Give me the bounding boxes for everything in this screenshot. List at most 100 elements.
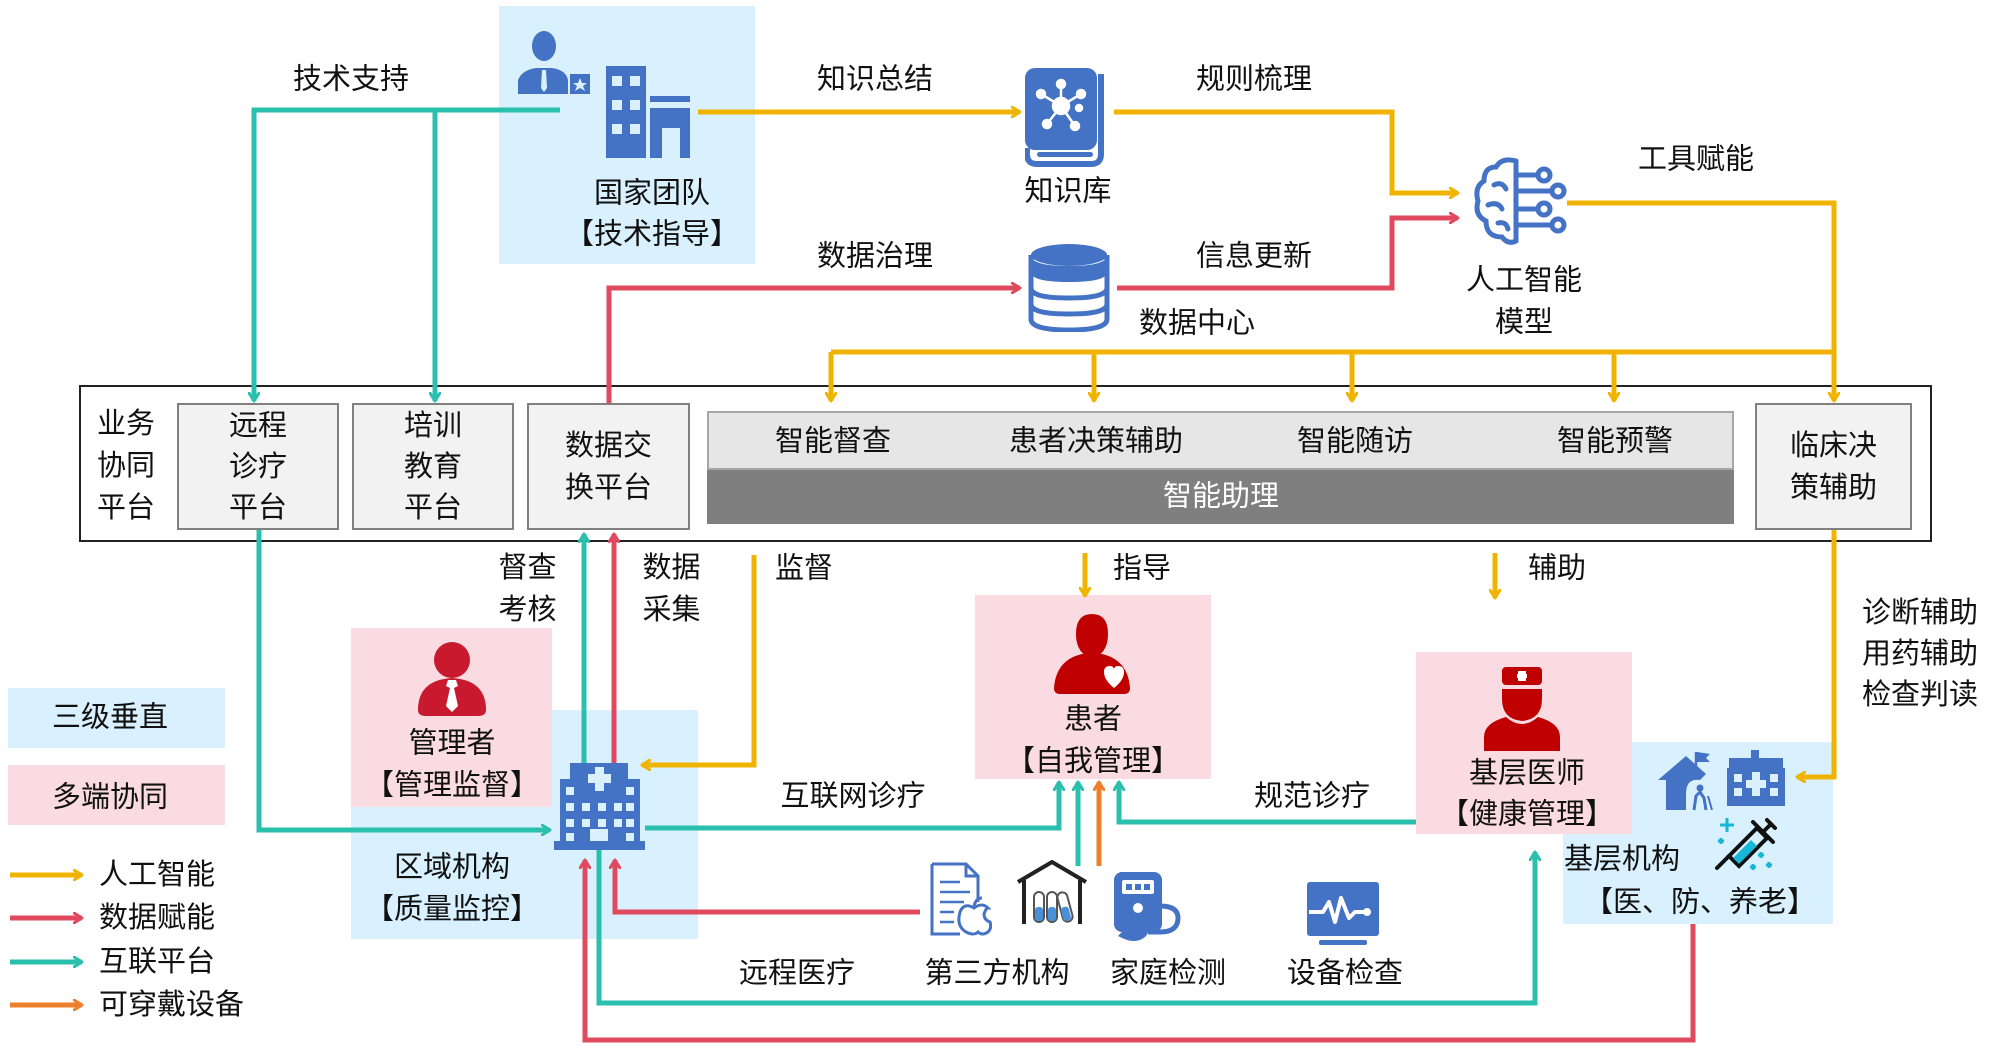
assist-label: 辅助	[1527, 550, 1587, 585]
label-line: 检查判读	[1861, 677, 1978, 712]
regional-role: 【质量监控】	[364, 891, 540, 926]
doctor-icon	[1484, 667, 1560, 751]
patient-role: 【自我管理】	[1005, 743, 1181, 778]
knowledge-book-icon	[1025, 68, 1104, 167]
tech-support-label: 技术支持	[292, 61, 410, 96]
ai-model-line1: 人工智能	[1465, 262, 1583, 297]
knowledge-base-label: 知识库	[1024, 173, 1112, 208]
frame-title-line: 协同	[96, 448, 155, 483]
label-line: 采集	[642, 592, 701, 627]
platform-label: 策辅助	[1789, 469, 1877, 504]
legend-label-wearable: 可穿戴设备	[99, 987, 245, 1021]
legend-label-ai: 人工智能	[99, 857, 216, 891]
platform-label: 换平台	[564, 469, 652, 504]
elderly-care-home-icon	[1658, 752, 1713, 811]
label-line: 诊断辅助	[1861, 595, 1978, 629]
home-test-label: 家庭检测	[1109, 955, 1227, 990]
platform-label: 培训	[403, 407, 462, 442]
home-monitor-icon	[1114, 872, 1181, 941]
platform-label: 远程	[228, 407, 287, 442]
rule-sorting-label: 规则梳理	[1195, 61, 1313, 96]
primary-role: 【医、防、养老】	[1583, 884, 1817, 919]
tool-empower-line	[1567, 200, 1834, 401]
platform-label: 临床决	[1789, 428, 1877, 463]
smart-assistant-label: 智能助理	[1162, 478, 1280, 513]
remote-to-regional-line	[256, 530, 550, 830]
hospital-icon	[554, 763, 645, 850]
frame-title: 业务 协同 平台	[90, 402, 162, 528]
label-line: 督查	[498, 550, 557, 584]
knowledge-summary-label: 知识总结	[816, 61, 934, 96]
remote-medical-line	[615, 860, 920, 915]
patient-icon	[1054, 614, 1130, 694]
device-check-label: 设备检查	[1286, 955, 1404, 990]
manager-title: 管理者	[408, 725, 496, 760]
business-collaboration-frame	[79, 385, 1932, 542]
platform-label: 数据交	[564, 428, 652, 463]
standard-diagnosis-line	[1119, 782, 1416, 825]
data-center-label: 数据中心	[1138, 305, 1256, 340]
smart-items-bar	[707, 411, 1734, 470]
national-team-title: 国家团队	[593, 175, 711, 210]
ai-model-line2: 模型	[1494, 304, 1554, 339]
info-update-line	[1117, 218, 1458, 291]
tool-empower-label: 工具赋能	[1637, 141, 1755, 176]
data-governance-line	[606, 288, 1020, 403]
data-exchange-platform[interactable]: 数据交 换平台	[527, 403, 690, 530]
tech-support-line	[254, 107, 560, 401]
smart-item-warning[interactable]: 智能预警	[1556, 423, 1674, 458]
legend-label-data: 数据赋能	[99, 900, 216, 934]
smart-item-inspection[interactable]: 智能督查	[774, 423, 892, 458]
frame-title-line: 业务	[96, 406, 155, 440]
diet-report-icon	[930, 862, 992, 936]
training-education-platform[interactable]: 培训 教育 平台	[352, 403, 514, 530]
standard-diagnosis-label: 规范诊疗	[1253, 778, 1371, 813]
clinical-decision-support[interactable]: 临床决 策辅助	[1755, 403, 1912, 530]
platform-label: 教育	[403, 448, 462, 483]
database-icon	[1028, 244, 1110, 332]
manager-role: 【管理监督】	[364, 767, 540, 802]
smart-item-followup[interactable]: 智能随访	[1296, 423, 1414, 458]
building-icon	[606, 66, 690, 158]
platform-label: 诊疗	[228, 448, 287, 483]
regional-platform-loop	[596, 850, 1535, 1006]
vaccine-syringe-icon	[1715, 818, 1777, 870]
legend-three-level: 三级垂直	[51, 699, 169, 734]
rule-sorting-line	[1114, 109, 1458, 193]
ai-brain-icon	[1474, 157, 1567, 245]
frame-title-line: 平台	[96, 490, 155, 525]
platform-label: 平台	[228, 490, 287, 525]
platform-label: 平台	[403, 490, 462, 525]
remote-medical-label: 远程医疗	[738, 955, 856, 990]
national-team-role: 【技术指导】	[564, 216, 740, 251]
label-line: 数据	[642, 550, 701, 584]
doctor-role: 【健康管理】	[1439, 796, 1615, 831]
supervise-label: 监督	[774, 550, 834, 585]
smart-assistant-bar	[707, 470, 1734, 524]
inspect-label: 督查 考核	[490, 546, 565, 630]
clinical-outputs: 诊断辅助 用药辅助 检查判读	[1852, 592, 1988, 716]
third-party-pharmacy-icon	[1016, 860, 1088, 924]
collect-label: 数据 采集	[634, 546, 709, 630]
guide-label: 指导	[1112, 550, 1172, 585]
remote-diagnosis-platform[interactable]: 远程 诊疗 平台	[177, 403, 339, 530]
supervise-line	[642, 555, 757, 765]
doctor-title: 基层医师	[1468, 755, 1586, 790]
expert-icon	[518, 31, 590, 94]
clinical-to-primary-line	[1797, 530, 1837, 777]
manager-icon	[418, 642, 486, 716]
clinic-building-icon	[1727, 750, 1785, 806]
label-line: 用药辅助	[1861, 636, 1978, 671]
internet-diagnosis-line	[645, 782, 1059, 831]
primary-title: 基层机构	[1563, 841, 1681, 876]
data-governance-label: 数据治理	[816, 238, 934, 273]
device-check-monitor-icon	[1307, 882, 1379, 945]
internet-diagnosis-label: 互联网诊疗	[780, 778, 926, 813]
label-line: 考核	[498, 592, 557, 627]
smart-item-patient-decision[interactable]: 患者决策辅助	[1008, 423, 1184, 458]
legend-multi-end: 多端协同	[51, 779, 169, 814]
legend-multi-end-box	[8, 765, 225, 825]
third-party-label: 第三方机构	[924, 955, 1070, 990]
info-update-label: 信息更新	[1195, 238, 1313, 273]
